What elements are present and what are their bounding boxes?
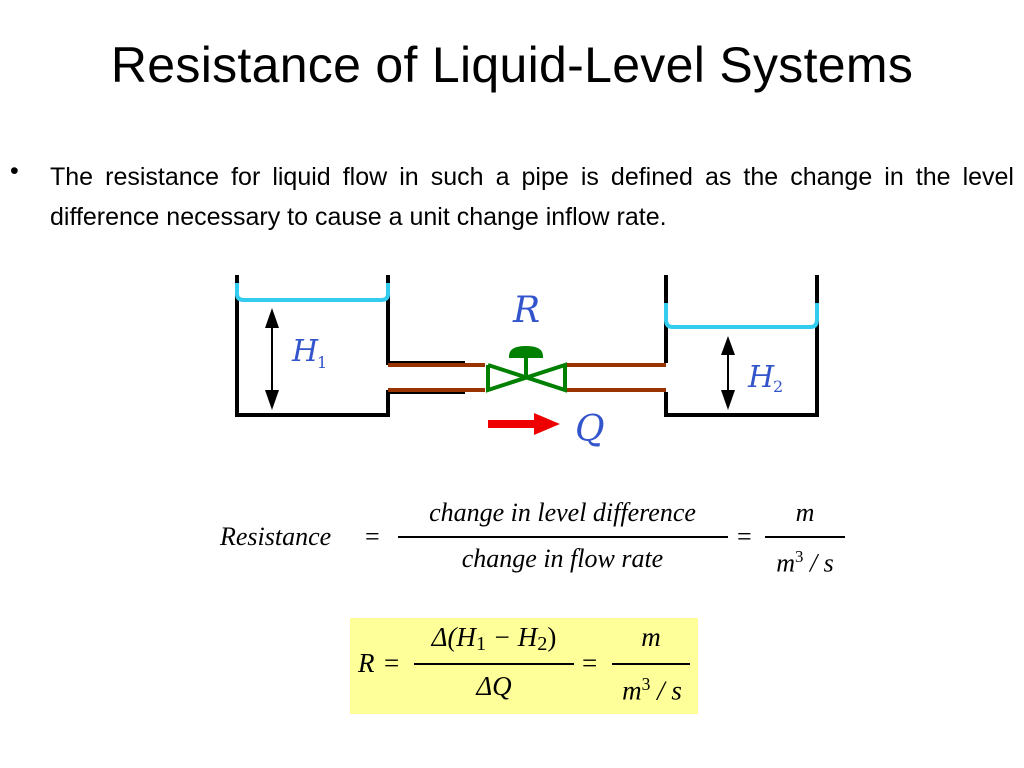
bullet-icon: • (10, 157, 19, 185)
eq2-num-sub1: 1 (475, 633, 487, 656)
eq2-numerator: Δ(H1 − H2) (410, 622, 578, 656)
eq1-unit-numerator: m (795, 498, 815, 527)
tank1-water-surface (235, 283, 390, 302)
eq2-unit-den-exp: 3 (641, 674, 651, 694)
resistance-equation: Resistance = change in level difference … (220, 495, 860, 590)
slide-title: Resistance of Liquid-Level Systems (110, 37, 914, 93)
tank1-right-wall (386, 275, 465, 365)
h2-label: H (747, 360, 775, 395)
eq1-equals-2: = (737, 522, 752, 551)
h1-label: H (291, 334, 319, 369)
eq2-unit-denominator: m3 / s (608, 674, 696, 707)
eq2-num-part1: Δ(H (431, 622, 476, 652)
eq2-num-close: ) (547, 622, 557, 652)
eq2-num-sub2: 2 (537, 633, 548, 656)
eq2-unit-den-base: m (622, 675, 642, 706)
h1-dimension-arrow (265, 308, 279, 410)
tank2-bottom-wall (664, 275, 819, 417)
eq2-denominator: ΔQ (476, 671, 512, 701)
tank2-water-surface (664, 303, 819, 329)
eq1-equals: = (365, 522, 380, 551)
eq2-unit-bar (612, 663, 690, 665)
eq1-unit-bar (765, 536, 845, 538)
eq1-fraction-bar (398, 536, 728, 538)
flow-arrow-icon (488, 413, 560, 435)
eq2-equals-2: = (582, 648, 598, 678)
eq2-equals: = (384, 648, 400, 678)
eq1-unit-den-rest: / s (803, 548, 834, 578)
eq2-unit-den-rest: / s (650, 675, 682, 706)
eq1-unit-den-base: m (776, 548, 795, 578)
eq1-unit-denominator: m3 / s (760, 547, 850, 578)
h2-dimension-arrow (721, 336, 735, 410)
bullet-text: The resistance for liquid flow in such a… (50, 163, 1014, 231)
r-equation-highlight: R = Δ(H1 − H2) ΔQ = m m3 / s (350, 618, 698, 714)
eq1-lhs: Resistance (220, 522, 332, 551)
eq1-unit-den-exp: 3 (794, 547, 804, 566)
eq1-numerator: change in level difference (429, 498, 696, 527)
valve-icon (486, 345, 567, 393)
eq2-num-part2: − H (486, 622, 538, 652)
h1-subscript: 1 (317, 353, 327, 372)
eq2-unit-numerator: m (641, 622, 661, 652)
liquid-level-diagram: H 1 H 2 R Q (235, 275, 819, 450)
valve-label-r: R (512, 290, 540, 331)
eq1-denominator: change in flow rate (461, 544, 664, 573)
eq2-fraction-bar (414, 663, 574, 665)
flow-label-q: Q (575, 409, 605, 450)
h2-subscript: 2 (773, 377, 783, 396)
eq2-lhs: R (358, 648, 375, 678)
